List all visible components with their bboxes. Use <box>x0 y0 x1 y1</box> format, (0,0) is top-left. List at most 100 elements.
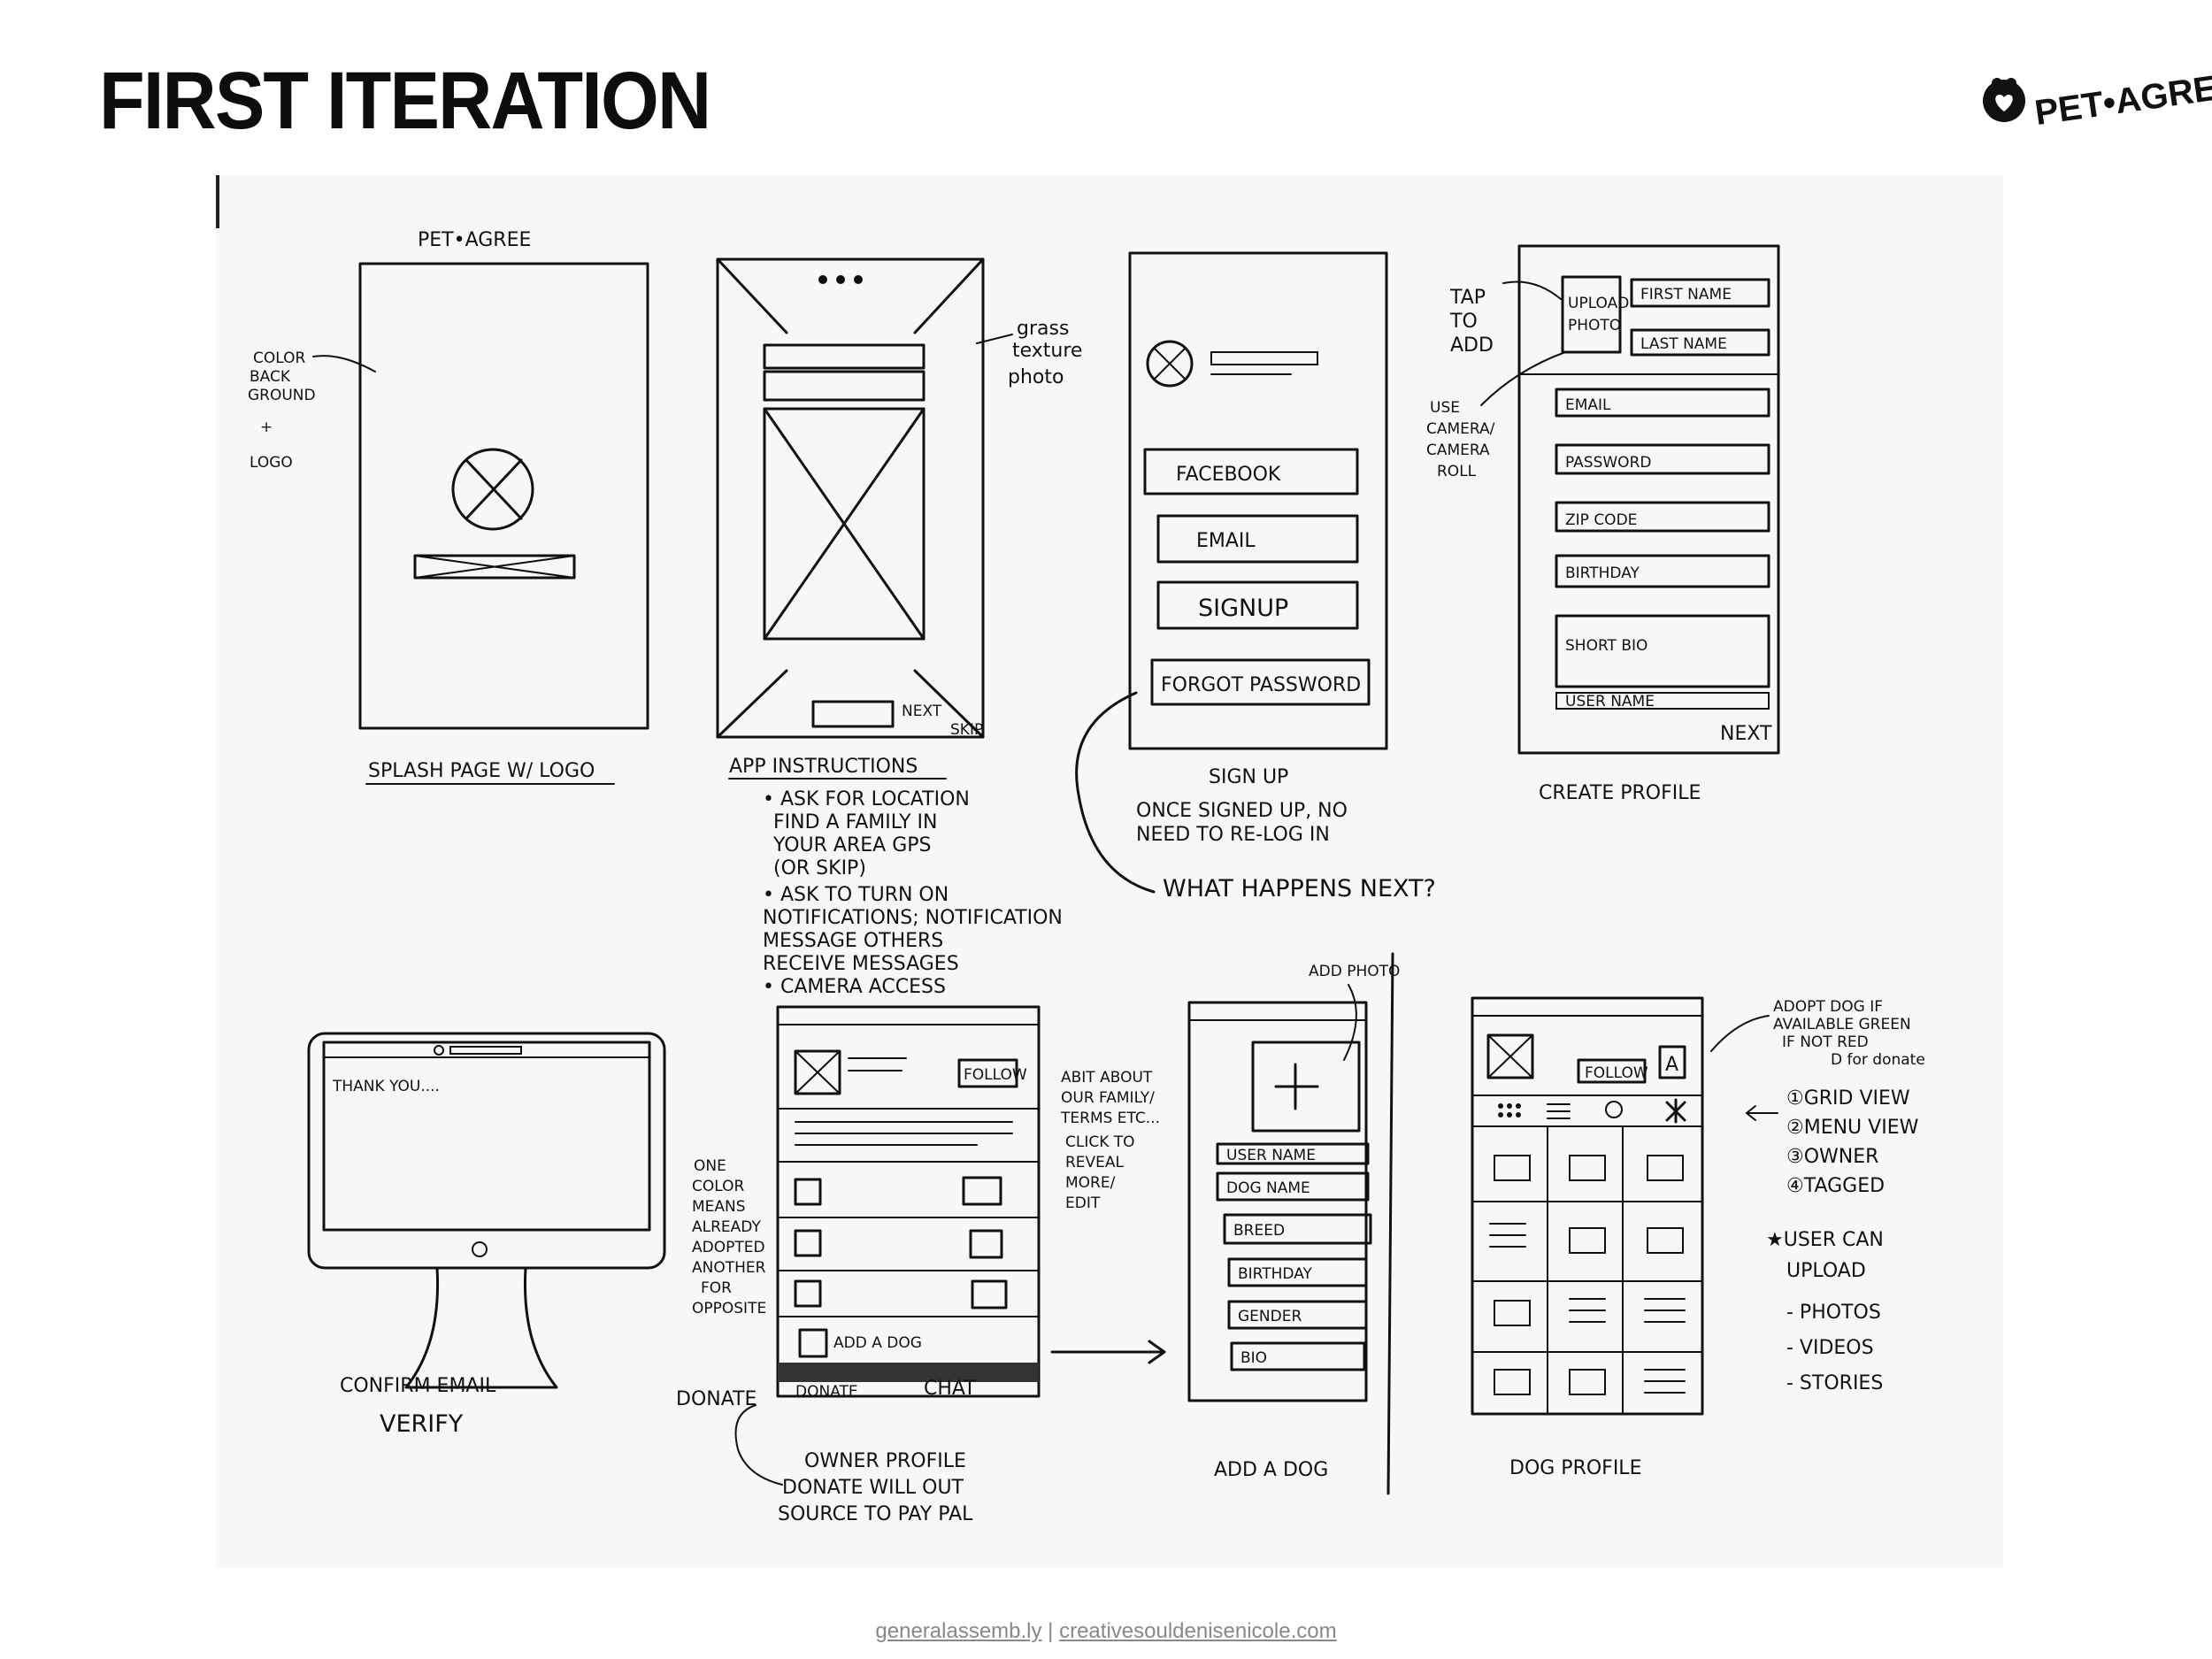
add-dog-field-birthday: BIRTHDAY <box>1238 1265 1313 1283</box>
splash-note-1: COLOR <box>253 349 305 367</box>
add-dog-field-breed: BREED <box>1233 1222 1285 1240</box>
dog-follow-button: FOLLOW <box>1585 1064 1648 1082</box>
signup-signup: SIGNUP <box>1198 595 1288 622</box>
owner-right-note-2: OUR FAMILY/ <box>1061 1089 1155 1107</box>
side-note2-4: ROLL <box>1437 463 1477 480</box>
instructions-next: NEXT <box>902 703 942 720</box>
dog-note-2: AVAILABLE GREEN <box>1773 1016 1911 1033</box>
side-note2-1: USE <box>1430 399 1460 417</box>
confirm-wireframe: THANK YOU.... CONFIRM EMAIL VERIFY <box>307 1032 666 1438</box>
owner-right-note-1: ABIT ABOUT <box>1061 1069 1153 1087</box>
owner-right-note-4: CLICK TO <box>1065 1133 1135 1151</box>
field-user-name: USER NAME <box>1565 693 1655 710</box>
instructions-bullet-7: MESSAGE OTHERS <box>763 930 943 952</box>
story-thumb-icon <box>1644 1298 1686 1323</box>
owner-left-note-6: ANOTHER <box>692 1259 766 1277</box>
signup-facebook: FACEBOOK <box>1176 464 1281 486</box>
dog-view-3: ③OWNER <box>1786 1146 1878 1168</box>
signup-note-2: NEED TO RE-LOG IN <box>1136 824 1330 846</box>
dog-upload-note-1: ★USER CAN <box>1766 1229 1884 1251</box>
footer-separator: | <box>1041 1619 1060 1643</box>
footer-link-ga[interactable]: generalassemb.ly <box>875 1619 1042 1643</box>
splash-caption: SPLASH PAGE W/ LOGO <box>368 760 595 782</box>
field-zip: ZIP CODE <box>1565 511 1637 529</box>
instructions-note-2: texture <box>1012 340 1082 362</box>
owner-right-note-3: TERMS ETC... <box>1060 1110 1160 1127</box>
signup-caption: SIGN UP <box>1209 766 1288 788</box>
owner-right-note-7: EDIT <box>1065 1194 1101 1212</box>
field-first-name: FIRST NAME <box>1640 286 1732 303</box>
video-thumb-icon <box>1569 1155 1606 1181</box>
dog-view-4: ④TAGGED <box>1786 1175 1885 1197</box>
add-dog-photo-label: ADD PHOTO <box>1309 963 1400 980</box>
splash-note-4: + <box>260 419 273 436</box>
owner-icon <box>1605 1101 1623 1118</box>
instructions-bullet-6: NOTIFICATIONS; NOTIFICATION <box>763 907 1063 929</box>
owner-caption: OWNER PROFILE <box>804 1450 966 1472</box>
paw-heart-icon <box>1983 78 2025 122</box>
upload-label-1: UPLOAD <box>1568 295 1629 312</box>
confirm-screen-text: THANK YOU.... <box>332 1078 440 1095</box>
dog-view-1: ①GRID VIEW <box>1786 1087 1910 1110</box>
instructions-note-3: photo <box>1008 366 1064 388</box>
owner-add-dog: ADD A DOG <box>833 1334 922 1352</box>
field-short-bio: SHORT BIO <box>1565 637 1647 655</box>
footer: generalassemb.ly | creativesouldenisenic… <box>0 1619 2212 1644</box>
splash-note-2: BACK <box>250 368 291 386</box>
wireframe-sketch: PET•AGREE COLOR BACK GROUND + LOGO SPLAS… <box>248 229 1925 1525</box>
instructions-bullet-4: (OR SKIP) <box>773 857 866 879</box>
instructions-bullet-1: • ASK FOR LOCATION <box>763 788 970 810</box>
add-dog-field-bio: BIO <box>1240 1349 1267 1367</box>
splash-wireframe: PET•AGREE COLOR BACK GROUND + LOGO SPLAS… <box>248 229 649 785</box>
photo-thumb-icon <box>1647 1155 1684 1181</box>
add-dog-wireframe: ADD PHOTO USER NAME DOG NAME BREED BIRTH… <box>1187 952 1400 1495</box>
signup-email: EMAIL <box>1196 530 1256 552</box>
owner-follow-button: FOLLOW <box>964 1066 1027 1084</box>
brand-name: PET•AGREE <box>2032 65 2212 133</box>
dog-profile-wireframe: FOLLOW A DOG PROFILE ADOPT DOG IF AVAILA… <box>1471 996 1925 1479</box>
tagged-icon <box>1665 1098 1686 1124</box>
side-note-3: ADD <box>1450 334 1494 357</box>
owner-tab-chat: CHAT <box>924 1378 976 1400</box>
photo-thumb-icon <box>1494 1155 1531 1181</box>
dog-upload-note-3: - PHOTOS <box>1786 1302 1881 1324</box>
brand-logo: PET•AGREE <box>1978 65 2212 133</box>
splash-note-3: GROUND <box>248 387 316 404</box>
signup-forgot: FORGOT PASSWORD <box>1161 674 1361 696</box>
dog-upload-note-2: UPLOAD <box>1786 1260 1866 1282</box>
owner-bottom-note-1: DONATE WILL OUT <box>782 1477 964 1499</box>
instructions-note-1: grass <box>1017 318 1069 340</box>
side-note2-3: CAMERA <box>1426 442 1490 459</box>
footer-link-portfolio[interactable]: creativesouldenisenicole.com <box>1059 1619 1337 1643</box>
owner-right-note-5: REVEAL <box>1065 1154 1125 1171</box>
instructions-bullet-8: RECEIVE MESSAGES <box>763 953 959 975</box>
side-note-1: TAP <box>1449 287 1486 309</box>
splash-note-5: LOGO <box>250 454 293 472</box>
add-dog-field-name: DOG NAME <box>1226 1179 1310 1197</box>
field-email: EMAIL <box>1565 396 1611 414</box>
dog-profile-caption: DOG PROFILE <box>1509 1457 1641 1479</box>
field-last-name: LAST NAME <box>1640 335 1727 353</box>
confirm-caption-2: VERIFY <box>380 1410 464 1438</box>
create-profile-next: NEXT <box>1720 723 1772 745</box>
owner-left-note-7: FOR <box>701 1279 732 1297</box>
dog-upload-note-5: - STORIES <box>1786 1372 1883 1394</box>
instructions-bullet-2: FIND A FAMILY IN <box>773 811 937 833</box>
add-dog-field-username: USER NAME <box>1226 1147 1316 1164</box>
field-birthday: BIRTHDAY <box>1565 565 1640 582</box>
splash-top-label: PET•AGREE <box>418 229 531 251</box>
dog-note-1: ADOPT DOG IF <box>1773 998 1883 1016</box>
story-thumb-icon <box>1489 1223 1526 1248</box>
side-note2-2: CAMERA/ <box>1426 420 1495 438</box>
add-dog-field-gender: GENDER <box>1238 1308 1302 1325</box>
owner-left-note-5: ADOPTED <box>692 1239 765 1256</box>
sheet-edge <box>216 175 219 228</box>
owner-bottom-note-2: SOURCE TO PAY PAL <box>778 1503 973 1525</box>
field-password: PASSWORD <box>1565 454 1651 472</box>
story-thumb-icon <box>1644 1369 1686 1394</box>
signup-note-3: WHAT HAPPENS NEXT? <box>1163 875 1436 902</box>
dog-view-2: ②MENU VIEW <box>1786 1117 1919 1139</box>
photo-thumb-icon <box>1494 1369 1531 1395</box>
instructions-bullet-5: • ASK TO TURN ON <box>763 884 949 906</box>
sketch-sheet: PET•AGREE COLOR BACK GROUND + LOGO SPLAS… <box>216 175 2003 1568</box>
